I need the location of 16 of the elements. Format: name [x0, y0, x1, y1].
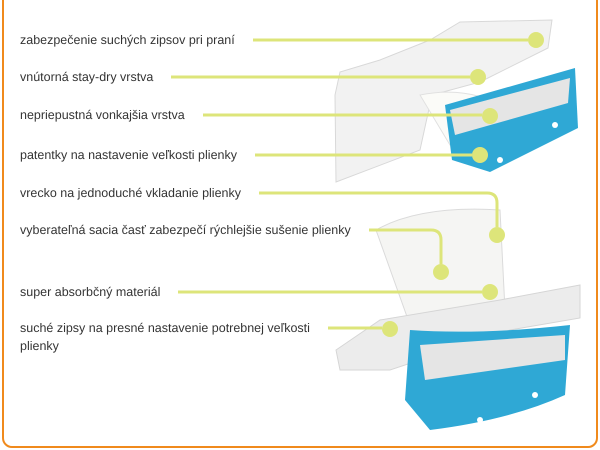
- callout-text: vrecko na jednoduché vkladanie plienky: [20, 185, 241, 202]
- leader-line: [259, 192, 498, 227]
- callout-text: nepriepustná vonkajšia vrstva: [20, 107, 185, 124]
- leader-line: [328, 326, 382, 330]
- leader-line: [203, 114, 482, 116]
- callout-text: vyberateľná sacia časť zabezpečí rýchlejšie sušenie plienky: [20, 222, 351, 239]
- leader-line: [255, 154, 472, 156]
- leader-line: [178, 290, 482, 294]
- leader-line: [171, 76, 470, 78]
- callout-text: patentky na nastavenie veľkosti plienky: [20, 147, 237, 164]
- callout-text: suché zipsy na presné nastavenie potrebnej veľkosti plienky: [20, 320, 310, 355]
- leader-line: [369, 228, 442, 264]
- callout-text: vnútorná stay-dry vrstva: [20, 69, 154, 86]
- leader-line: [253, 38, 528, 42]
- callout-text: super absorbčný materiál: [20, 284, 160, 301]
- callout-text: zabezpečenie suchých zipsov pri praní: [20, 32, 235, 49]
